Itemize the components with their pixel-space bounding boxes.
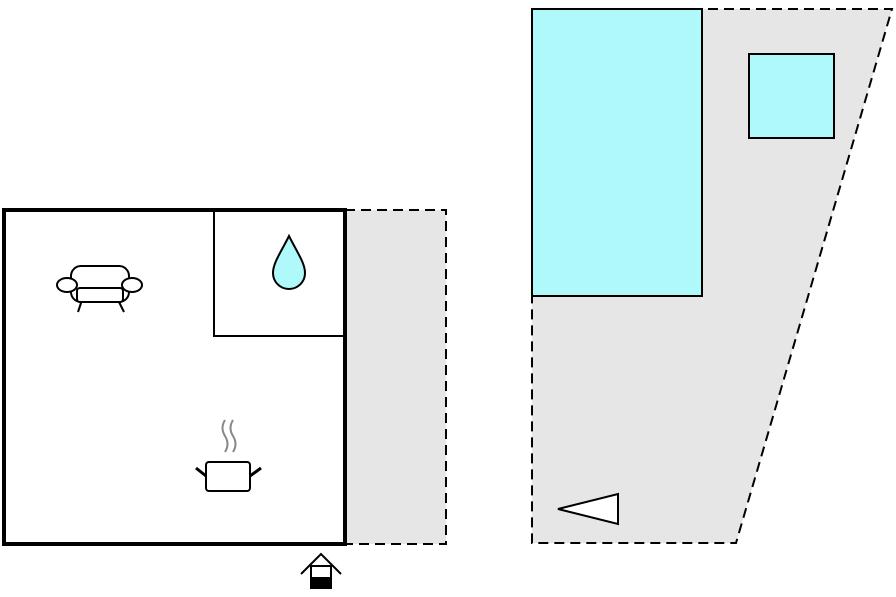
small-pool bbox=[748, 53, 835, 139]
terrace-area bbox=[344, 209, 447, 545]
pool bbox=[531, 8, 703, 297]
entrance-icon bbox=[300, 552, 342, 589]
sofa-icon bbox=[56, 265, 143, 313]
direction-arrow-icon bbox=[557, 492, 619, 526]
water-drop-icon bbox=[271, 233, 307, 290]
cooking-pot-icon bbox=[195, 419, 262, 492]
